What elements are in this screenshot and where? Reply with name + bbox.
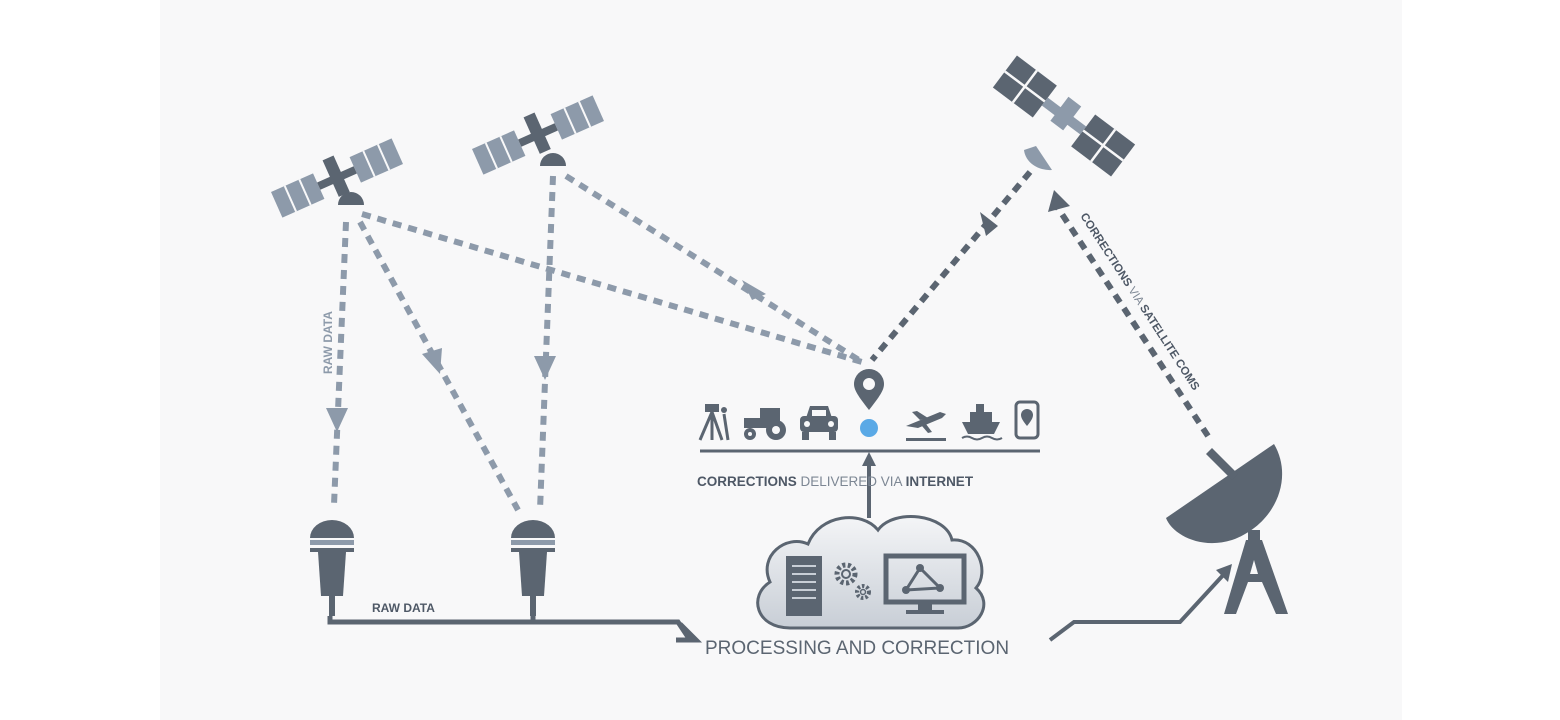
dish-to-geo-line [1047, 194, 1211, 438]
processing-label: PROCESSING AND CORRECTION [705, 638, 1009, 659]
satellite-icon [992, 55, 1136, 177]
airplane-icon [906, 411, 946, 441]
raw-data-vertical-label: RAW DATA [321, 311, 335, 374]
geo-to-rover-line [869, 170, 1033, 362]
raw-data-horizontal-label: RAW DATA [372, 601, 435, 615]
arrowhead-icon [326, 408, 348, 432]
corrections-internet-label: CORRECTIONS DELIVERED VIA INTERNET [697, 474, 974, 489]
car-icon [800, 406, 838, 440]
surveyor-icon [698, 404, 730, 441]
satellite-dish-icon [1166, 444, 1288, 614]
tractor-icon [744, 408, 786, 440]
geo-satellite-dish-icon [1024, 146, 1052, 171]
gnss-reference-station-icon [511, 520, 555, 616]
signal-lines [331, 170, 1211, 512]
cloud-to-internet-arrow [862, 452, 876, 518]
arrowhead-icon [1048, 190, 1070, 212]
arrowhead-icon [742, 280, 766, 300]
sat1-to-station1-line [331, 221, 349, 506]
processing-to-dish-arrow [1048, 564, 1232, 642]
signal-arrowheads [326, 190, 1070, 432]
server-icon [786, 556, 822, 616]
satellite-icon [266, 130, 406, 223]
gears-icon [834, 562, 871, 600]
arrowhead-icon [980, 212, 998, 236]
corrections-satellite-label: CORRECTIONS VIA SATELLITE COMS [1077, 211, 1201, 393]
rover-position-dot [860, 419, 878, 437]
sat2-to-rover-line [564, 173, 864, 365]
sat1-to-rover-line [361, 211, 863, 365]
raw-data-connector [327, 616, 703, 643]
arrowhead-icon [422, 348, 442, 374]
sat2-to-station2-line [537, 175, 556, 511]
location-pin-icon [854, 369, 884, 437]
ship-icon [961, 404, 1003, 441]
arrowhead-icon [534, 356, 556, 380]
satellite-icon [467, 87, 607, 180]
gnss-reference-station-icon [310, 520, 354, 616]
monitor-network-icon [883, 553, 967, 614]
mobile-phone-icon [1014, 400, 1040, 440]
